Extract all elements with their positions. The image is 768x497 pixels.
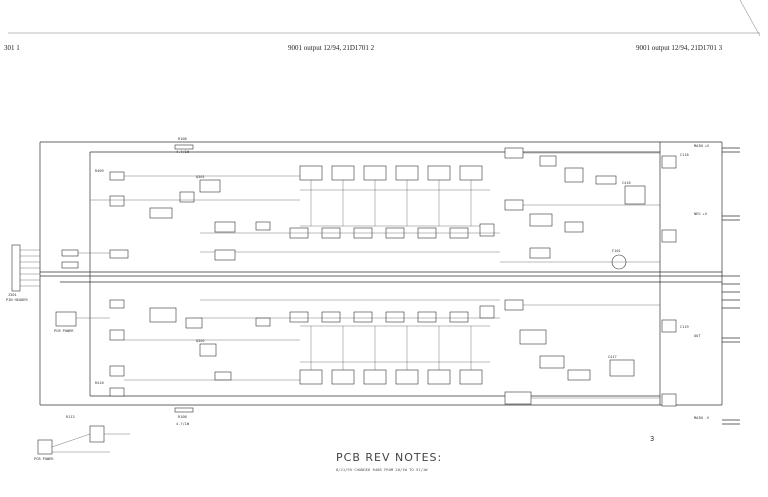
j301-ref: J301: [8, 293, 17, 297]
svg-text:Q301: Q301: [196, 175, 205, 179]
pcb-rev-notes-line1: 8/21/95 CHANGED R408 FROM 20/1W TO 51/1W: [336, 467, 428, 472]
svg-text:4.7/1W: 4.7/1W: [176, 422, 190, 426]
upper-transistor-bank: [299, 165, 490, 227]
svg-text:F101: F101: [612, 249, 621, 253]
pcb-rev-notes-title: PCB REV NOTES:: [336, 451, 442, 464]
resistor-r108-bottom: R108 4.7/1W: [174, 407, 194, 426]
out-neg-pos: NEG +V: [694, 212, 708, 216]
svg-text:R108: R108: [178, 137, 187, 141]
output-connectors: MAIN +V NEG +V OUT MAIN -V: [661, 144, 740, 425]
svg-text:R108: R108: [178, 415, 187, 419]
svg-text:C417: C417: [608, 355, 617, 359]
input-stage: [61, 171, 300, 269]
out-label: OUT: [694, 334, 701, 338]
pcb-power-label-mid: PCB POWER: [54, 329, 74, 333]
page-header-right: 9001 output 12/94, 21D1701 3: [636, 44, 723, 52]
page-header-center: 9001 output 12/94, 21D1701 2: [288, 44, 375, 52]
out-main-pos: MAIN +V: [694, 144, 710, 148]
lower-transistor-bank: [299, 325, 490, 385]
page-number-left: 301 1: [4, 44, 20, 52]
reference-designators: R409 R410 Q301 Q302 C416 C417 R113 C118 …: [66, 153, 689, 419]
pcb-power-label-bottom: PCB POWER: [34, 457, 54, 461]
svg-text:C416: C416: [622, 181, 631, 185]
svg-text:C118: C118: [680, 153, 689, 157]
resistor-r108-top: R108 4.7/1W: [174, 137, 194, 154]
connector-j301: J301 PIN HEADER: [6, 244, 40, 302]
svg-text:R113: R113: [66, 415, 75, 419]
svg-text:4.7/1W: 4.7/1W: [176, 150, 190, 154]
j301-desc: PIN HEADER: [6, 298, 28, 302]
svg-text:R409: R409: [95, 169, 104, 173]
lower-driver-row: [200, 299, 500, 327]
corner-mark: [739, 0, 761, 37]
svg-text:R410: R410: [95, 381, 104, 385]
pcb-power-block: PCB POWER: [34, 425, 130, 461]
output-stage: F101: [500, 147, 660, 405]
lower-input-stage: PCB POWER: [54, 299, 300, 397]
upper-driver-row: [200, 221, 500, 253]
svg-text:Q302: Q302: [196, 339, 205, 343]
out-main-neg: MAIN -V: [694, 416, 710, 420]
stray-mark: 3: [650, 435, 654, 443]
svg-text:C119: C119: [680, 325, 689, 329]
supply-rails: [39, 141, 723, 406]
